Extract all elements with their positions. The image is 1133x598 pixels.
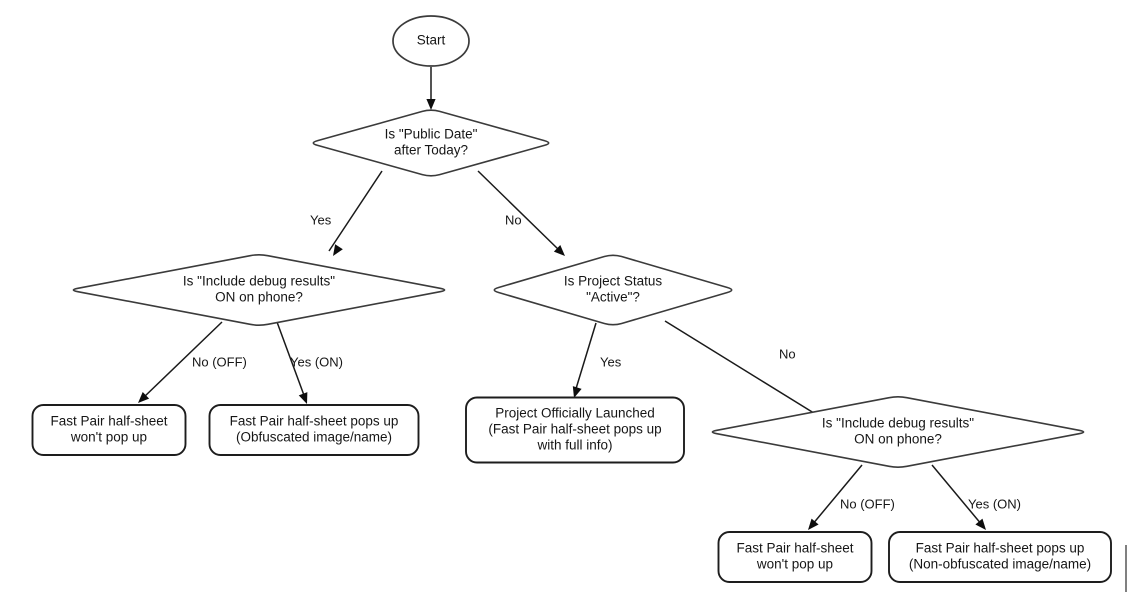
arrowhead-icon — [333, 244, 343, 256]
edge-label: Yes — [600, 354, 622, 369]
node-shape-diamond — [312, 109, 550, 177]
edge-label: No — [779, 346, 796, 361]
node-public-date: Is "Public Date"after Today? — [312, 109, 550, 177]
edge-line — [931, 464, 983, 526]
edge-debug-right-yes: Yes (ON) — [931, 464, 1021, 530]
edge-label: Yes — [310, 212, 332, 227]
node-shape-diamond — [493, 254, 733, 326]
node-shape-terminal — [31, 404, 187, 456]
node-shape-terminal — [465, 396, 685, 464]
node-project-status: Is Project Status"Active"? — [493, 254, 733, 326]
edge-start-to-public-date — [426, 67, 436, 110]
edge-debug-left-no: No (OFF) — [138, 321, 247, 403]
edge-line — [276, 321, 306, 399]
node-debug-right: Is "Include debug results"ON on phone? — [711, 396, 1085, 468]
node-label: Is Project Status — [564, 274, 663, 289]
arrowhead-icon — [426, 99, 436, 110]
node-label: Fast Pair half-sheet — [736, 541, 853, 556]
node-result-non-obfuscated: Fast Pair half-sheet pops up(Non-obfusca… — [888, 531, 1112, 583]
edge-label: No (OFF) — [192, 354, 247, 369]
arrowhead-icon — [298, 392, 308, 404]
node-shape-terminal — [717, 531, 873, 583]
edge-public-date-yes: Yes — [310, 170, 383, 256]
node-label: Fast Pair half-sheet — [50, 414, 167, 429]
node-label: with full info) — [536, 438, 612, 453]
node-label: (Obfuscated image/name) — [236, 430, 392, 445]
node-label: after Today? — [394, 143, 468, 158]
edge-label: No (OFF) — [840, 496, 895, 511]
node-label: (Non-obfuscated image/name) — [909, 557, 1091, 572]
edge-project-status-yes: Yes — [572, 322, 622, 398]
node-label: ON on phone? — [854, 432, 942, 447]
node-shape-ellipse — [392, 15, 470, 67]
node-shape-terminal — [888, 531, 1112, 583]
arrowhead-icon — [138, 392, 150, 403]
node-shape-diamond — [72, 254, 446, 326]
node-start: Start — [392, 15, 470, 67]
edge-label: No — [505, 212, 522, 227]
edge-line — [477, 170, 561, 252]
edge-debug-left-yes: Yes (ON) — [276, 321, 343, 404]
edge-label: Yes (ON) — [290, 354, 343, 369]
node-label: "Active"? — [586, 290, 640, 305]
node-label: Fast Pair half-sheet pops up — [230, 414, 399, 429]
edge-label: Yes (ON) — [968, 496, 1021, 511]
edge-line — [328, 170, 383, 252]
node-result-launched: Project Officially Launched(Fast Pair ha… — [465, 396, 685, 464]
node-shape-diamond — [711, 396, 1085, 468]
arrowhead-icon — [808, 518, 819, 530]
node-debug-left: Is "Include debug results"ON on phone? — [72, 254, 446, 326]
node-label: Is "Public Date" — [385, 127, 478, 142]
node-label: Project Officially Launched — [495, 406, 655, 421]
edge-line — [664, 320, 831, 424]
edge-line — [574, 322, 597, 393]
edge-line — [142, 321, 223, 399]
node-label: ON on phone? — [215, 290, 303, 305]
node-label: Start — [417, 33, 446, 48]
edge-line — [811, 464, 863, 526]
edge-debug-right-no: No (OFF) — [808, 464, 895, 530]
node-label: Fast Pair half-sheet pops up — [916, 541, 1085, 556]
node-label: won't pop up — [70, 430, 147, 445]
node-result-obfuscated: Fast Pair half-sheet pops up(Obfuscated … — [208, 404, 420, 456]
arrowhead-icon — [572, 386, 582, 398]
node-label: Is "Include debug results" — [183, 274, 335, 289]
arrowhead-icon — [975, 518, 986, 530]
node-shape-terminal — [208, 404, 420, 456]
node-label: Is "Include debug results" — [822, 416, 974, 431]
arrowhead-icon — [553, 245, 565, 256]
node-label: won't pop up — [756, 557, 833, 572]
node-label: (Fast Pair half-sheet pops up — [488, 422, 661, 437]
nodes-layer: Start Is "Public Date"after Today? Is "Inc… — [31, 15, 1112, 583]
edge-public-date-no: No — [477, 170, 565, 256]
